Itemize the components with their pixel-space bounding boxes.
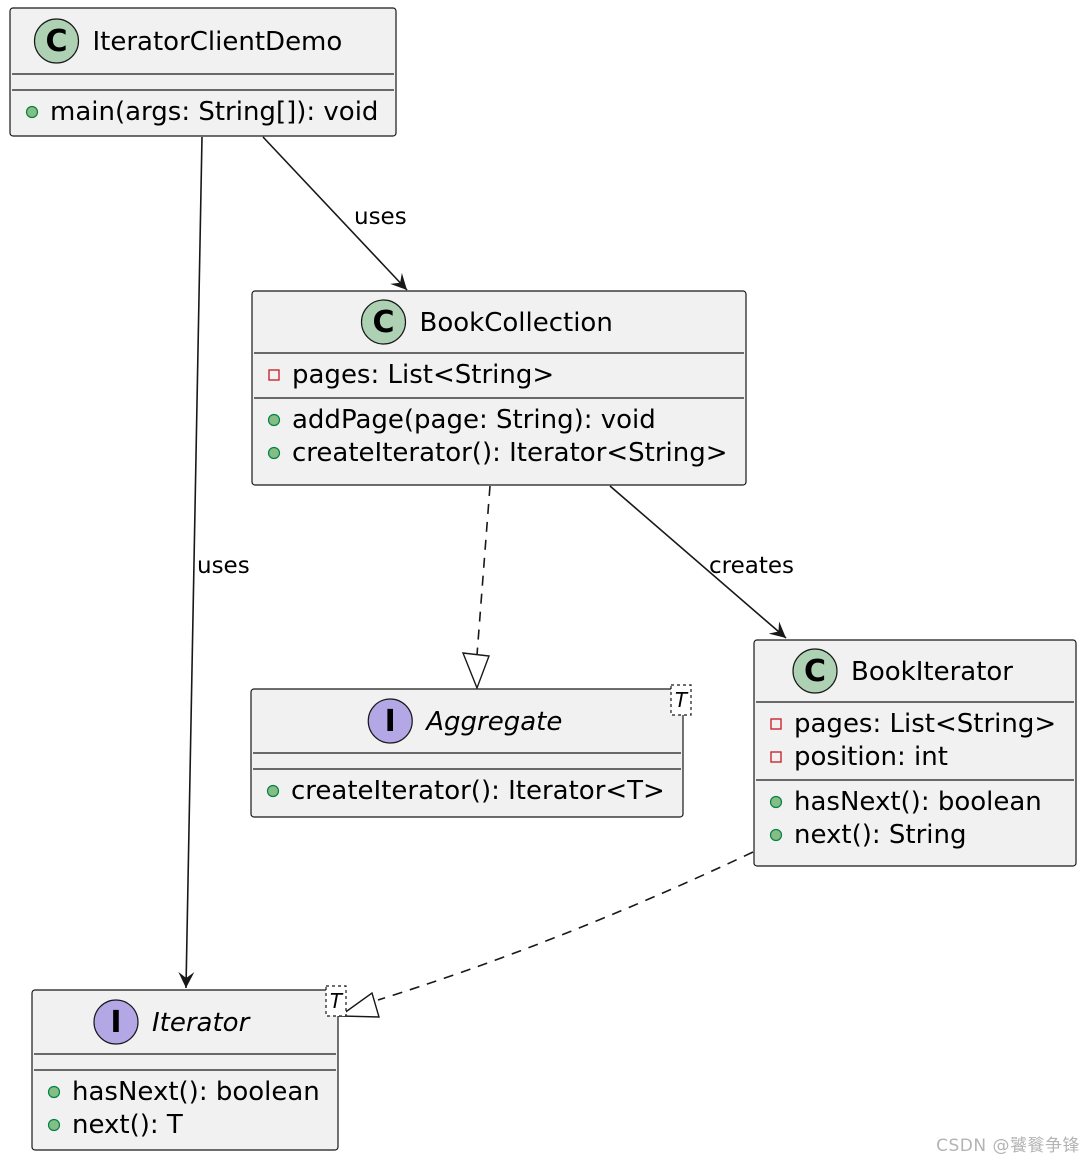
relations-layer [178,136,787,1018]
book-iterator-box-frame [753,639,1077,867]
client-uses-collection-line [262,136,408,291]
book-collection-method-0: addPage(page: String): void [292,405,656,435]
public-visibility-icon [25,105,39,119]
relation-labels-layer: uses uses creates [197,204,794,579]
iterator-client-demo-method-0: main(args: String[]): void [50,97,378,127]
class-badge-icon [33,18,80,64]
iterator-type-param: T [330,989,344,1013]
book-iterator-field-1: position: int [794,742,948,772]
book-iterator-method-0: hasNext(): boolean [794,787,1042,817]
iterator-client-demo-name: IteratorClientDemo [93,27,343,57]
client-uses-collection-label: uses [354,204,407,230]
aggregate-method-0: createIterator(): Iterator<T> [291,776,665,806]
public-visibility-icon [47,1085,61,1099]
interface-badge-icon [93,999,139,1045]
iterator-method-1: next(): T [72,1110,183,1140]
aggregate-badge-letter: I [385,704,396,739]
client-uses-iterator-line [178,136,203,989]
public-visibility-icon [47,1118,61,1132]
private-visibility-icon [268,369,280,381]
book-collection-field-0: pages: List<String> [292,360,554,390]
book-iterator-field-0: pages: List<String> [794,709,1056,739]
collection-realizes-aggregate-triangle-head [461,652,490,690]
bookiterator-realizes-iterator-triangle-head [337,991,380,1018]
public-visibility-icon [769,795,783,809]
iterator-badge-letter: I [110,1005,121,1040]
book-collection-method-1: createIterator(): Iterator<String> [292,438,728,468]
watermark-text: CSDN @饕餮争锋 [936,1136,1080,1156]
private-visibility-icon [770,751,782,763]
book-iterator-box: C BookIterator pages: List<String>position… [753,639,1077,867]
iterator-type-param-box [325,985,347,1017]
public-visibility-icon [267,413,281,427]
interface-badge-icon [367,698,413,744]
aggregate-type-param-box [670,684,692,716]
aggregate-type-param: T [675,688,689,712]
iterator-client-demo-badge-letter: C [45,24,67,59]
book-collection-badge-letter: C [372,305,394,340]
classes-layer: C IteratorClientDemo main(args: String[]):… [9,7,1077,1151]
iterator-method-0: hasNext(): boolean [72,1077,320,1107]
bookiterator-realizes-iterator-line [377,851,754,1001]
public-visibility-icon [266,784,280,798]
public-visibility-icon [267,446,281,460]
private-visibility-icon [770,718,782,730]
book-collection-name: BookCollection [420,308,613,338]
class-badge-icon [360,299,407,345]
collection-creates-iterator-label: creates [709,553,794,579]
class-badge-icon [792,648,838,694]
book-iterator-name: BookIterator [851,657,1013,687]
book-iterator-badge-letter: C [804,654,826,689]
iterator-client-demo-box: C IteratorClientDemo main(args: String[]):… [9,7,397,137]
client-uses-iterator-label: uses [197,553,250,579]
public-visibility-icon [769,828,783,842]
book-iterator-method-1: next(): String [794,820,967,850]
book-collection-box: C BookCollection pages: List<String> addPag… [251,290,747,486]
collection-creates-iterator-line [609,485,787,639]
iterator-client-demo-box-frame [9,7,397,137]
iterator-name: Iterator [152,1008,252,1038]
collection-realizes-aggregate-line [476,485,491,656]
aggregate-name: Aggregate [424,707,562,737]
